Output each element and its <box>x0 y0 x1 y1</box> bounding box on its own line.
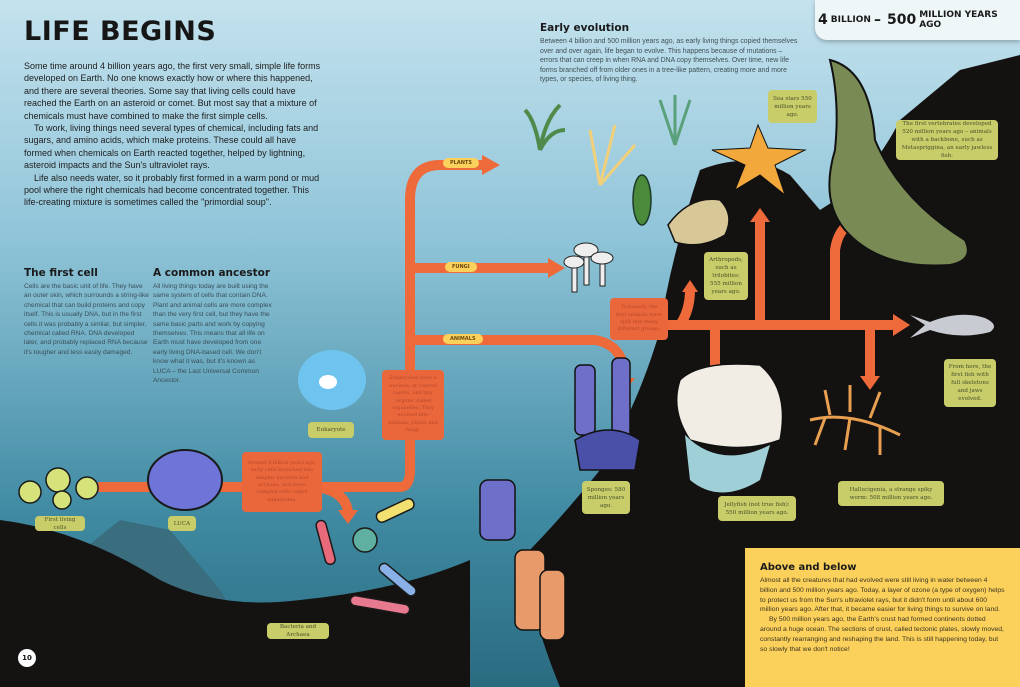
era-end-number: 500 <box>886 12 917 28</box>
label-sea-stars: Sea stars 550 million years ago. <box>768 90 817 123</box>
common-ancestor-heading: A common ancestor <box>153 267 271 279</box>
above-below-heading: Above and below <box>760 562 857 573</box>
first-cell-heading: The first cell <box>24 267 98 279</box>
intro-text: Some time around 4 billion years ago, th… <box>24 60 324 209</box>
label-bacteria: Bacteria and Archaea <box>267 623 329 639</box>
early-evolution-section: Early evolution Between 4 billion and 50… <box>540 22 802 85</box>
metaspriggina-fish <box>828 58 969 267</box>
mushrooms <box>563 242 614 293</box>
first-cell-section: The first cell Cells are the basic unit … <box>24 267 149 357</box>
bacteria <box>315 497 417 616</box>
label-luca: LUCA <box>168 516 196 531</box>
early-evolution-heading: Early evolution <box>540 22 630 34</box>
era-badge: 4 BILLION – 500 MILLION YEARS AGO <box>815 0 1020 40</box>
note-luca-split: Around 4 billion years ago, early cells … <box>242 452 322 512</box>
hallucigenia <box>809 385 901 455</box>
common-ancestor-text: All living things today are built using … <box>153 283 272 385</box>
coral-tubes <box>514 549 566 641</box>
jellyfish <box>675 363 784 493</box>
starfish <box>711 123 807 197</box>
page-title: LIFE BEGINS <box>24 16 217 47</box>
label-arthropods: Arthropods, such as trilobites: 555 mill… <box>704 252 748 300</box>
above-below-paragraph: By 500 million years ago, the Earth's cr… <box>760 616 1004 653</box>
above-below-box: Above and below Almost all the creatures… <box>745 548 1020 687</box>
trilobite <box>667 198 730 246</box>
label-jellyfish: Jellyfish (not true fish): 550 million y… <box>718 496 796 521</box>
era-start-unit: BILLION <box>830 15 871 25</box>
era-end-unit: MILLION YEARS AGO <box>919 10 998 30</box>
jawed-fish <box>910 314 994 338</box>
first-cell-text: Cells are the basic unit of life. They h… <box>24 283 149 356</box>
tag-fungi: FUNGI <box>445 262 477 272</box>
label-hallucigenia: Hallucigenia, a strange spiky worm: 508 … <box>838 481 944 506</box>
era-start-number: 4 <box>818 12 828 28</box>
early-evolution-text: Between 4 billion and 500 million years … <box>540 38 798 84</box>
intro-paragraph: To work, living things need several type… <box>24 123 319 171</box>
first-living-cells <box>18 467 99 510</box>
intro-paragraph: Life also needs water, so it probably fi… <box>24 172 320 208</box>
above-below-paragraph: Almost all the creatures that had evolve… <box>760 577 1005 614</box>
note-eukaryotes: Eukaryotes have a nucleus, or control ce… <box>382 370 444 440</box>
intro-paragraph: Some time around 4 billion years ago, th… <box>24 61 321 121</box>
label-sponges: Sponges: 580 million years ago. <box>582 481 630 514</box>
seabed-rock <box>0 520 470 687</box>
luca-cell <box>147 449 223 511</box>
tag-plants: PLANTS <box>443 158 479 168</box>
tag-animals: ANIMALS <box>443 334 483 344</box>
label-eukaryote: Eukaryote <box>308 422 354 438</box>
era-separator: – <box>873 12 881 28</box>
sponges <box>479 357 641 541</box>
plants <box>523 95 692 226</box>
label-fish: From here, the first fish with full skel… <box>944 359 996 407</box>
common-ancestor-section: A common ancestor All living things toda… <box>153 267 273 385</box>
label-vertebrates: The first vertebrates developed 520 mill… <box>896 120 998 160</box>
page-number: 10 <box>18 649 36 667</box>
note-animals-split: To branch, the first animals were split … <box>610 298 668 340</box>
label-first-cells: First living cells <box>35 516 85 531</box>
